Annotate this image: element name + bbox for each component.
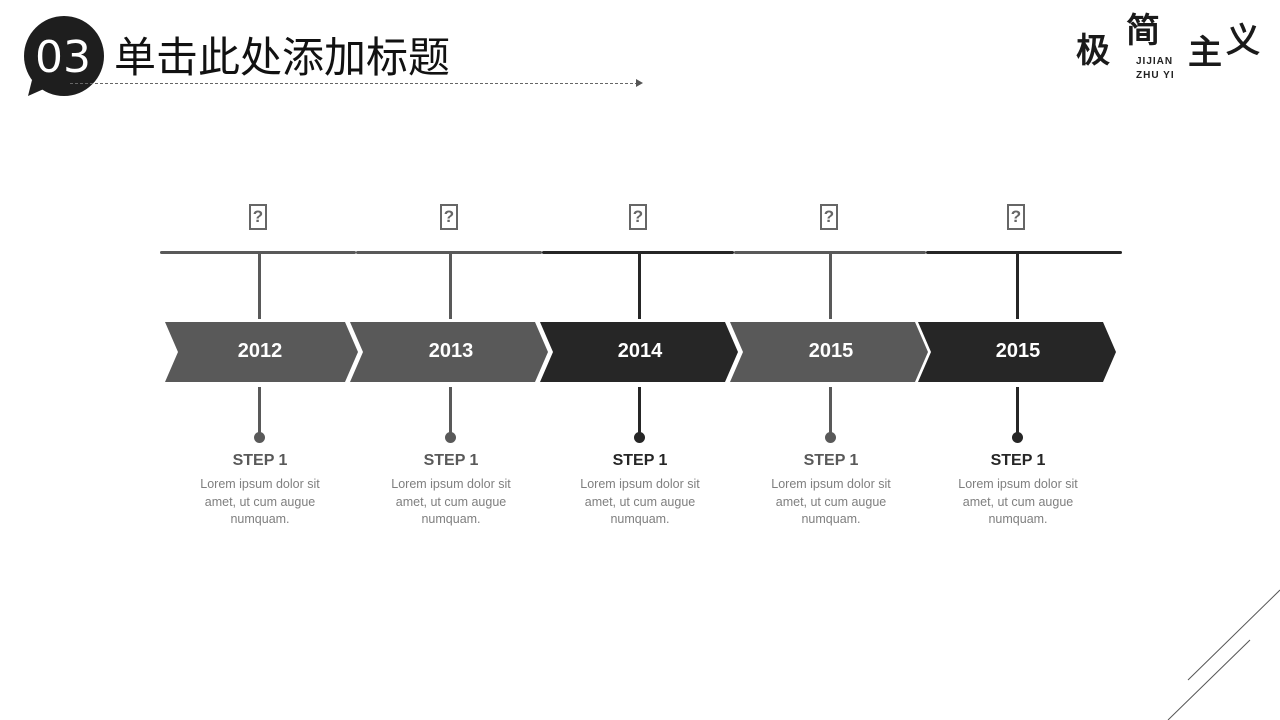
year-label: 2013 bbox=[428, 340, 474, 362]
missing-glyph-icon: ? bbox=[440, 204, 458, 230]
step-description: Lorem ipsum dolor sit amet, ut cum augue… bbox=[580, 477, 700, 526]
timeline-top-line bbox=[356, 251, 542, 254]
timeline-item: ? 2015 STEP 1 Lorem ipsum dolor sit amet… bbox=[918, 0, 1122, 720]
missing-glyph-icon: ? bbox=[820, 204, 838, 230]
title-underline-divider bbox=[70, 83, 638, 84]
section-number: 03 bbox=[35, 32, 91, 83]
year-label: 2014 bbox=[617, 340, 663, 362]
year-chevron bbox=[918, 322, 1116, 382]
section-number-badge bbox=[24, 16, 104, 96]
year-label: 2015 bbox=[995, 340, 1041, 362]
timeline-top-line bbox=[160, 251, 356, 254]
year-label: 2015 bbox=[808, 340, 854, 362]
connector-line bbox=[449, 253, 452, 319]
page-title[interactable]: 单击此处添加标题 bbox=[114, 33, 451, 82]
timeline-item: ? 2015 STEP 1 Lorem ipsum dolor sit amet… bbox=[730, 0, 931, 720]
step-title: STEP 1 bbox=[423, 452, 479, 469]
connector-line bbox=[258, 253, 261, 319]
year-chevron bbox=[540, 322, 738, 382]
step-dot bbox=[1012, 432, 1023, 443]
timeline-item: ? 2013 STEP 1 Lorem ipsum dolor sit amet… bbox=[350, 0, 551, 720]
year-chevron bbox=[730, 322, 928, 382]
missing-glyph-icon: ? bbox=[1007, 204, 1025, 230]
step-dot bbox=[634, 432, 645, 443]
connector-line bbox=[638, 387, 641, 437]
year-chevron bbox=[165, 322, 358, 382]
logo: 极 简 主 义 JIJIAN ZHU YI bbox=[1076, 11, 1260, 81]
connector-line bbox=[1016, 387, 1019, 437]
step-title: STEP 1 bbox=[232, 452, 288, 469]
timeline-item: ? 2012 STEP 1 Lorem ipsum dolor sit amet… bbox=[160, 0, 360, 720]
missing-glyph-icon: ? bbox=[249, 204, 267, 230]
connector-line bbox=[1016, 253, 1019, 319]
connector-line bbox=[638, 253, 641, 319]
connector-line bbox=[829, 387, 832, 437]
arrow-icon bbox=[636, 79, 643, 87]
step-dot bbox=[445, 432, 456, 443]
year-label: 2012 bbox=[237, 340, 283, 362]
step-description: Lorem ipsum dolor sit amet, ut cum augue… bbox=[771, 477, 891, 526]
step-description: Lorem ipsum dolor sit amet, ut cum augue… bbox=[391, 477, 511, 526]
timeline-top-line bbox=[926, 251, 1122, 254]
step-title: STEP 1 bbox=[803, 452, 859, 469]
connector-line bbox=[258, 387, 261, 437]
missing-glyph-icon: ? bbox=[629, 204, 647, 230]
year-chevron bbox=[350, 322, 548, 382]
connector-line bbox=[829, 253, 832, 319]
step-description: Lorem ipsum dolor sit amet, ut cum augue… bbox=[958, 477, 1078, 526]
timeline-top-line bbox=[734, 251, 926, 254]
timeline-top-line bbox=[542, 251, 734, 254]
step-dot bbox=[254, 432, 265, 443]
step-title: STEP 1 bbox=[612, 452, 668, 469]
step-dot bbox=[825, 432, 836, 443]
step-description: Lorem ipsum dolor sit amet, ut cum augue… bbox=[200, 477, 320, 526]
timeline-item: ? 2014 STEP 1 Lorem ipsum dolor sit amet… bbox=[540, 0, 740, 720]
step-title: STEP 1 bbox=[990, 452, 1046, 469]
connector-line bbox=[449, 387, 452, 437]
